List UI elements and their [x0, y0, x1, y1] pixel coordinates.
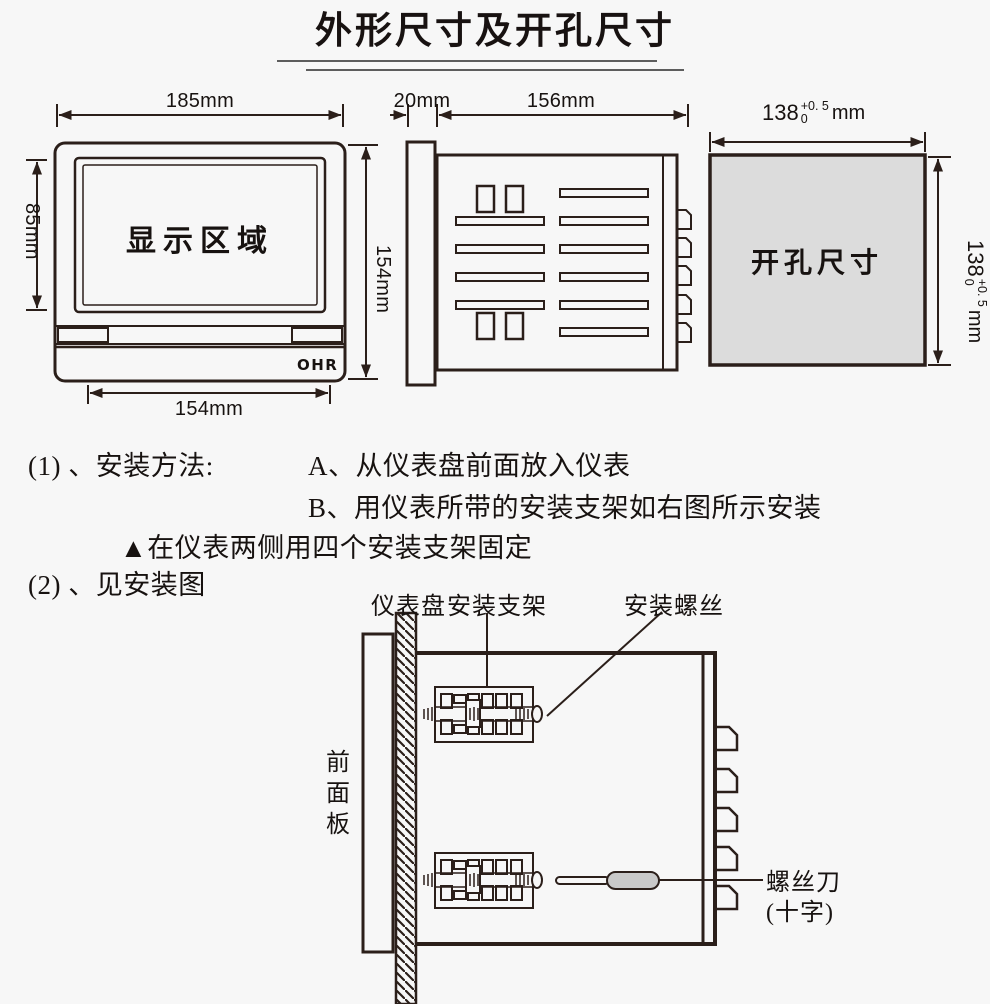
screw-label: 安装螺丝	[624, 594, 724, 620]
cutout-width-tol-plus: +0. 5	[800, 99, 829, 113]
install-diagram-drawing	[361, 611, 763, 1004]
instruction-step-b: B、用仪表所带的安装支架如右图所示安装	[308, 493, 822, 523]
panel-label: 仪表盘	[371, 594, 446, 620]
instruction-step-a: A、从仪表盘前面放入仪表	[308, 451, 631, 481]
screwdriver-drawing	[555, 871, 660, 890]
screwdriver-label-line1: 螺丝刀	[766, 870, 841, 896]
instruction-item1: (1) 、安装方法:	[28, 451, 214, 481]
cutout-height-tol-plus: +0. 5	[975, 278, 989, 307]
cutout-height-value: 138	[962, 240, 988, 277]
bracket-bottom	[423, 852, 543, 909]
front-width-dimension: 185mm	[165, 90, 235, 112]
cutout-height-tol-minus: 0	[961, 278, 976, 286]
screwdriver-label-line2: (十字)	[766, 900, 834, 926]
cutout-area-label: 开孔尺寸	[750, 248, 883, 279]
cutout-view-drawing	[708, 132, 951, 367]
cutout-width-value: 138	[762, 100, 799, 126]
front-bottom-width-dimension: 154mm	[174, 398, 244, 420]
side-body-depth-dimension: 156mm	[526, 90, 596, 112]
side-view-drawing	[390, 104, 692, 387]
front-panel-label: 前面板	[326, 750, 351, 839]
page-title: 外形尺寸及开孔尺寸	[315, 10, 675, 51]
instruction-note: ▲在仪表两侧用四个安装支架固定	[120, 533, 533, 563]
bracket-top	[423, 686, 543, 743]
title-underline-2	[306, 69, 684, 71]
bracket-label: 安装支架	[447, 594, 547, 620]
front-height-dimension: 154mm	[372, 245, 394, 314]
cutout-width-unit: mm	[831, 101, 866, 124]
front-display-height-dimension: 85mm	[21, 203, 43, 260]
title-underline-1	[277, 60, 657, 62]
cutout-width-tol-minus: 0	[800, 112, 808, 127]
brand-logo: OHR	[297, 356, 339, 374]
instruction-item2: (2) 、见安装图	[28, 570, 206, 600]
side-bezel-depth-dimension: 20mm	[393, 90, 451, 112]
front-view-drawing	[26, 104, 378, 404]
cutout-height-unit: mm	[964, 309, 987, 344]
display-area-label: 显示区域	[126, 225, 274, 258]
